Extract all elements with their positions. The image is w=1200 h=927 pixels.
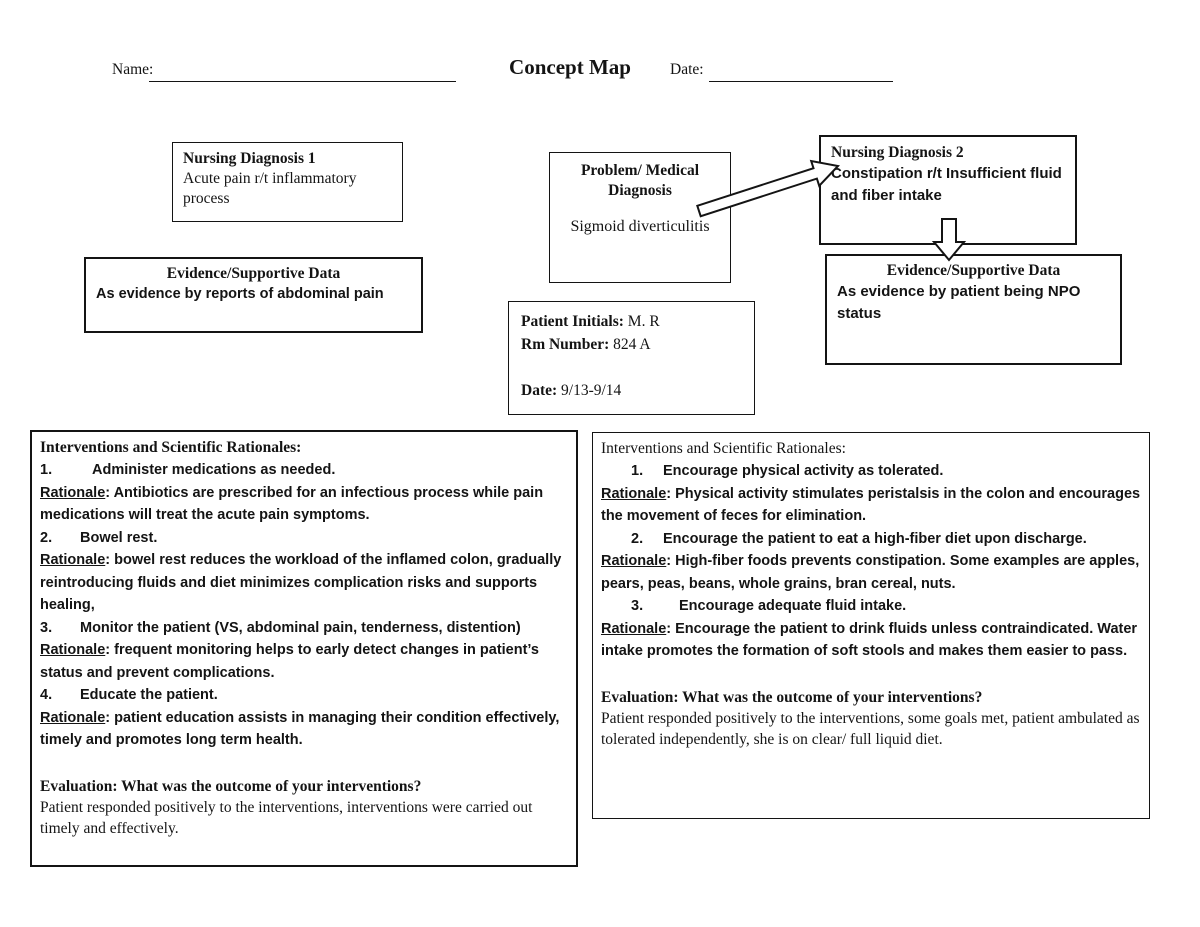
evaluation-right-title: Evaluation: What was the outcome of your… [601, 688, 983, 706]
intervention-item: 3.Encourage adequate fluid intake. [631, 598, 907, 615]
rationale-line: Rationale: Antibiotics are prescribed fo… [40, 484, 544, 524]
nursing-diagnosis-1-title: Nursing Diagnosis 1 [183, 150, 316, 167]
rationale-line: Rationale: Physical activity stimulates … [601, 485, 1141, 525]
patient-date-line: Date: 9/13-9/14 [521, 379, 742, 402]
interventions-left-lines: 1.Administer medications as needed. Ratio… [40, 459, 568, 751]
nursing-diagnosis-1-box: Nursing Diagnosis 1 Acute pain r/t infla… [172, 142, 403, 222]
evaluation-left-title: Evaluation: What was the outcome of your… [40, 777, 422, 795]
nursing-diagnosis-2-box: Nursing Diagnosis 2 Constipation r/t Ins… [819, 135, 1077, 245]
patient-initials-label: Patient Initials: [521, 313, 624, 330]
room-number-line: Rm Number: 824 A [521, 333, 742, 356]
problem-diagnosis-title: Problem/ Medical Diagnosis [580, 162, 700, 200]
intervention-item: 2.Bowel rest. [40, 529, 158, 546]
intervention-item: 4.Educate the patient. [40, 687, 218, 704]
evidence-left-title: Evidence/Supportive Data [166, 265, 341, 282]
name-label: Name: [112, 61, 154, 78]
intervention-item: 3.Monitor the patient (VS, abdominal pai… [40, 619, 521, 636]
room-number-label: Rm Number: [521, 336, 610, 354]
room-number-value: 824 A [613, 336, 651, 354]
evidence-right-body: As evidence by patient being NPO status [837, 283, 1081, 322]
nursing-diagnosis-2-title: Nursing Diagnosis 2 [831, 144, 964, 161]
problem-diagnosis-box: Problem/ Medical Diagnosis Sigmoid diver… [549, 152, 731, 283]
spacer [521, 357, 742, 379]
evidence-right-title: Evidence/Supportive Data [886, 262, 1061, 279]
name-blank-line [149, 60, 456, 82]
date-label: Date: [670, 61, 704, 78]
intervention-item: 1.Encourage physical activity as tolerat… [631, 463, 944, 480]
patient-initials-line: Patient Initials: M. R [521, 310, 742, 333]
nursing-diagnosis-2-body: Constipation r/t Insufficient fluid and … [831, 165, 1062, 204]
evaluation-right-body: Patient responded positively to the inte… [601, 710, 1140, 749]
interventions-left-title: Interventions and Scientific Rationales: [40, 439, 302, 456]
patient-initials-value: M. R [627, 313, 660, 330]
interventions-right-lines: 1.Encourage physical activity as tolerat… [601, 460, 1141, 662]
evidence-left-box: Evidence/Supportive Data As evidence by … [84, 257, 423, 333]
intervention-item: 1.Administer medications as needed. [40, 462, 336, 479]
rationale-line: Rationale: Encourage the patient to drin… [601, 620, 1138, 660]
problem-diagnosis-body: Sigmoid diverticulitis [570, 218, 710, 236]
intervention-item: 2.Encourage the patient to eat a high-fi… [631, 530, 1087, 547]
patient-date-value: 9/13-9/14 [561, 381, 622, 399]
interventions-right-box: Interventions and Scientific Rationales:… [592, 432, 1150, 819]
rationale-line: Rationale: High-fiber foods prevents con… [601, 553, 1140, 592]
date-blank-line [709, 60, 893, 82]
evidence-right-box: Evidence/Supportive Data As evidence by … [825, 254, 1122, 365]
rationale-line: Rationale: frequent monitoring helps to … [40, 642, 539, 681]
patient-date-label: Date: [521, 381, 558, 399]
interventions-left-box: Interventions and Scientific Rationales:… [30, 430, 578, 867]
rationale-line: Rationale: bowel rest reduces the worklo… [40, 552, 562, 614]
patient-info-box: Patient Initials: M. R Rm Number: 824 A … [508, 301, 755, 415]
page-title: Concept Map [509, 55, 631, 79]
evaluation-left-body: Patient responded positively to the inte… [40, 799, 533, 837]
evidence-left-body: As evidence by reports of abdominal pain [96, 286, 384, 303]
nursing-diagnosis-1-body: Acute pain r/t inflammatory process [183, 170, 357, 208]
interventions-right-title: Interventions and Scientific Rationales: [601, 440, 846, 457]
rationale-line: Rationale: patient education assists in … [40, 709, 560, 749]
